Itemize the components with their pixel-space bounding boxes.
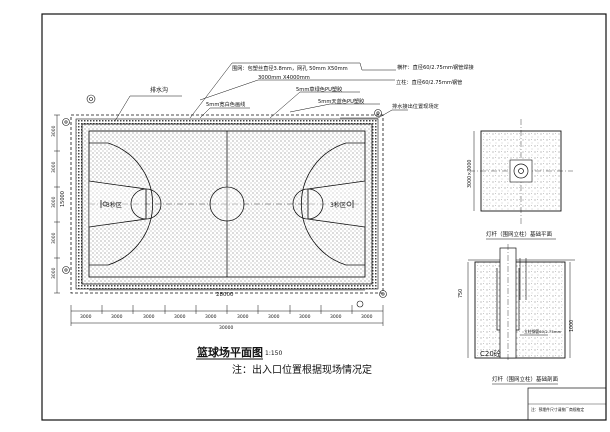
- depth-dim: 1000: [569, 320, 575, 332]
- svg-text:3000: 3000: [51, 161, 57, 173]
- svg-text:3000: 3000: [330, 314, 342, 320]
- foundation-plan-detail: 3000×3000 灯杆（围网立柱）基础平面: [467, 119, 573, 240]
- post-annotation: 立柱：直径60/2.75mm钢管: [396, 78, 462, 86]
- drawing-title: 篮球场平面图: [196, 345, 263, 359]
- court-width-dim: 15000: [60, 191, 66, 207]
- hoop-right: [346, 201, 352, 207]
- drainage-ditch-label: 排水沟: [150, 86, 168, 94]
- key-right-label: 3秒区: [330, 201, 346, 209]
- plan-caption: 灯杆（围网立柱）基础平面: [486, 230, 553, 238]
- svg-text:3000: 3000: [51, 267, 57, 279]
- plan-dim: 3000×3000: [467, 160, 473, 188]
- hoop-left: [102, 201, 108, 207]
- leader-lines: [114, 62, 408, 122]
- section-caption: 灯杆（围网立柱）基础剖面: [492, 375, 559, 383]
- svg-text:3000: 3000: [361, 314, 373, 320]
- concrete-label: C20砼: [480, 349, 501, 358]
- svg-text:3000: 3000: [143, 314, 155, 320]
- free-throw-circle-right: [292, 188, 324, 220]
- center-circle: [209, 186, 245, 222]
- key-left-label: 3秒区: [106, 201, 122, 209]
- foundation-section-detail: 750 1000 立柱钢管60/2.75mm C20砼 灯杆（围网立柱）基础剖面: [458, 244, 575, 385]
- svg-text:3000: 3000: [268, 314, 280, 320]
- sheet-border: [41, 13, 607, 421]
- svg-text:3000: 3000: [51, 125, 57, 137]
- pipe-note: 立柱钢管60/2.75mm: [524, 329, 561, 334]
- key-right: [307, 180, 366, 228]
- post-markers: [62, 94, 387, 308]
- mesh-panel-annotation: 3000mm X4000mm: [258, 75, 310, 81]
- crossbar-annotation: 横杆：直径60/2.75mm钢管焊接: [397, 63, 474, 71]
- total-dim: 30000: [219, 325, 233, 331]
- white-line-annotation: 5mm宽白色画线: [206, 100, 245, 108]
- blue-pu-annotation: 5mm天蓝色PU塑胶: [318, 97, 364, 105]
- three-point-line-left: [89, 142, 153, 266]
- svg-text:3000: 3000: [174, 314, 186, 320]
- bottom-dimension-chain: [70, 305, 384, 326]
- fence-mesh-annotation: 围网：包塑丝直径3.8mm，网孔 50mm X50mm: [232, 64, 348, 72]
- entrance-note: 注：出入口位置根据现场情况定: [232, 363, 372, 376]
- svg-text:3000: 3000: [51, 232, 57, 244]
- court-length-dim: 28000: [216, 292, 234, 298]
- svg-text:3000: 3000: [299, 314, 311, 320]
- three-point-line-right: [301, 142, 365, 266]
- green-pu-annotation: 5mm草绿色PU塑胶: [296, 85, 342, 93]
- drawing-scale: 1:150: [265, 350, 282, 357]
- court-plan: 3秒区 3秒区 28000 15000: [51, 62, 474, 376]
- left-dim-labels: 3000 3000 3000 3000 3000: [51, 125, 57, 279]
- svg-text:3000: 3000: [111, 314, 123, 320]
- title-block: 注：预埋件尺寸请按厂商规格定: [527, 387, 607, 421]
- bottom-dim-labels: 3000 3000 3000 3000 3000 3000 3000 3000 …: [80, 314, 373, 331]
- svg-text:3000: 3000: [80, 314, 92, 320]
- free-throw-circle-left: [130, 188, 162, 220]
- drain-outlet-annotation: 排水接出位置现场定: [392, 102, 439, 110]
- title-block-text: 注：预埋件尺寸请按厂商规格定: [531, 407, 584, 412]
- height-dim: 750: [458, 289, 464, 298]
- left-dimension-chain: [54, 114, 60, 294]
- svg-text:3000: 3000: [237, 314, 249, 320]
- fence-boundary: [70, 114, 384, 294]
- svg-text:3000: 3000: [51, 196, 57, 208]
- svg-text:3000: 3000: [205, 314, 217, 320]
- key-left: [88, 180, 147, 228]
